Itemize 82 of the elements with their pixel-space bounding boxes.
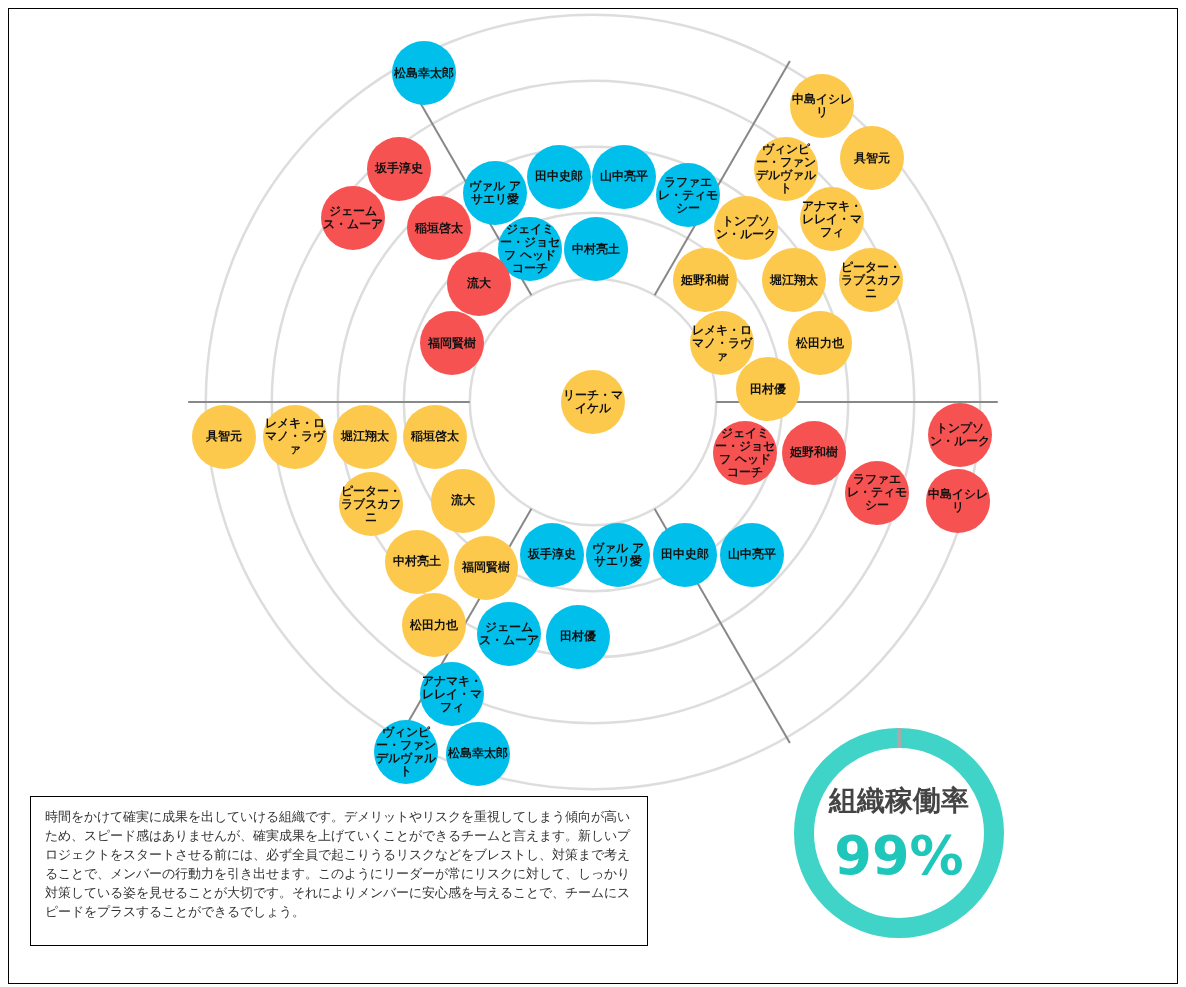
- member-name: トンプソン・ルーク: [715, 215, 777, 242]
- member-name: ラファエレ・ティモシー: [846, 473, 908, 513]
- name-circle: [781, 420, 846, 485]
- member-name: 坂手淳史: [373, 162, 424, 176]
- member-name: リーチ・マイケル: [562, 389, 624, 415]
- member-name: 流大: [450, 494, 477, 508]
- member-name: 山中亮平: [726, 548, 777, 562]
- member-name: アナマキ・レレイ・マフィ: [801, 199, 863, 239]
- name-circle: [839, 248, 904, 313]
- member-name: 山中亮平: [599, 170, 650, 184]
- member-name: ジェイミー・ジョセフ ヘッドコーチ: [714, 426, 776, 479]
- member-name: 田村優: [748, 382, 787, 396]
- name-circle: [754, 136, 819, 201]
- member-name: 流大: [466, 277, 493, 291]
- member-name: 田中史郎: [533, 170, 584, 184]
- gauge-ring: [794, 728, 1004, 938]
- member-name: トンプソン・ルーク: [929, 422, 991, 449]
- member-name: 松田力也: [409, 618, 460, 632]
- name-circle: [762, 248, 827, 313]
- name-circle: [789, 74, 854, 139]
- name-circle: [800, 187, 865, 252]
- member-name: 堀江翔太: [339, 430, 391, 443]
- name-circle: [735, 357, 800, 422]
- gauge-title: 組織稼働率: [827, 784, 970, 818]
- name-circle: [431, 468, 496, 533]
- member-name: 堀江翔太: [768, 273, 820, 287]
- member-name: 姫野和樹: [788, 446, 839, 460]
- name-circle: [712, 420, 777, 485]
- member-name: 姫野和樹: [679, 273, 730, 287]
- member-name: 稲垣啓太: [410, 430, 461, 443]
- name-circle: [519, 522, 584, 587]
- member-name: 松田力也: [794, 336, 845, 350]
- member-name: ヴィンピー・ファンデルヴァルト: [375, 725, 437, 778]
- name-circle: [446, 721, 510, 786]
- member-name: 中村亮土: [392, 555, 443, 569]
- member-name: ジェイミー・ジョセフ ヘッドコーチ: [499, 223, 561, 276]
- name-circle: [454, 535, 519, 600]
- name-circle: [320, 186, 385, 250]
- name-circle: [689, 311, 754, 376]
- member-name: ヴィンピー・ファンデルヴァルト: [755, 142, 817, 195]
- name-circle: [787, 311, 852, 376]
- gauge-value: 99%: [833, 824, 965, 889]
- member-name: ジェームス・ムーア: [478, 621, 540, 648]
- member-name: ヴァル アサエリ愛: [591, 541, 646, 568]
- member-name: ピーター・ラブスカフニ: [340, 484, 402, 524]
- member-name: 稲垣啓太: [413, 221, 464, 235]
- member-name: 中島イシレリ: [927, 487, 989, 514]
- name-circle: [526, 144, 591, 209]
- name-circle: [653, 522, 717, 587]
- member-name: 田村優: [559, 630, 598, 644]
- member-name: 松島幸太郎: [393, 66, 455, 80]
- name-circle: [672, 248, 737, 313]
- member-name: レメキ・ロマノ・ラヴァ: [691, 323, 753, 363]
- name-circle: [497, 217, 562, 282]
- member-name: ヴァル アサエリ愛: [468, 179, 523, 206]
- member-name: 福岡賢樹: [426, 336, 477, 350]
- name-circle: [366, 136, 431, 201]
- member-name: ジェームス・ムーア: [322, 205, 384, 231]
- member-name: 福岡賢樹: [461, 561, 512, 575]
- name-circle: [385, 529, 450, 594]
- name-circle: [333, 404, 398, 469]
- member-name: ラファエレ・ティモシー: [657, 175, 719, 215]
- name-circle: [463, 160, 528, 225]
- member-name: 坂手淳史: [526, 548, 577, 562]
- name-circle: [373, 719, 438, 784]
- member-name: レメキ・ロマノ・ラヴァ: [264, 417, 326, 456]
- description-text: 時間をかけて確実に成果を出していける組織です。デメリットやリスクを重視してしまう傾向が高いため、スピード感はありませんが、確実成果を上げていくことができるチームと言えます。新しいプロジェクトをスタートさせる前には、必ず全員で起こりうるリスクなどをブレストし、対策まで考えることで、メンバーの行動力を引き出せます。このようにリーダーが常にリスクに対して、しっかり対策している姿を見せることが大切です。それによりメンバーに安心感を与えることで、チームにスピードをプラスすることができるでしょう。: [45, 808, 632, 921]
- member-name: 中村亮土: [571, 242, 622, 256]
- name-circle: [592, 144, 657, 209]
- name-circle: [406, 196, 471, 261]
- name-circle: [840, 126, 905, 191]
- member-name: 松島幸太郎: [447, 747, 509, 761]
- member-name: 田中史郎: [660, 548, 710, 562]
- name-circle: [403, 404, 468, 469]
- member-name: 中島イシレリ: [791, 93, 853, 120]
- name-circle: [586, 522, 651, 587]
- description-box: [30, 796, 648, 946]
- member-name: アナマキ・レレイ・マフィ: [421, 674, 483, 714]
- name-circle: [656, 163, 721, 227]
- member-name: 具智元: [853, 151, 892, 165]
- member-name: ピーター・ラブスカフニ: [840, 260, 902, 300]
- member-name: 具智元: [204, 430, 243, 443]
